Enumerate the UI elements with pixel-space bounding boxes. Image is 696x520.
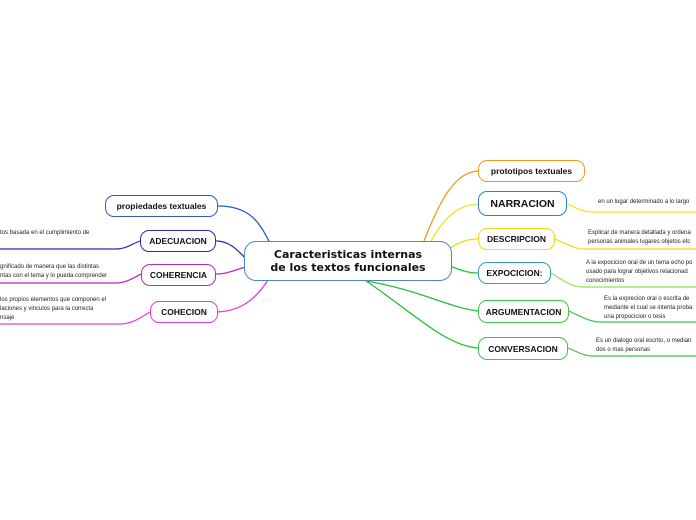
desc-line: Explicar de manera detallada y ordena [588, 230, 691, 236]
line-coherencia-desc [0, 273, 142, 284]
node-coherencia[interactable]: COHERENCIA [141, 264, 216, 286]
line-conversacion [365, 280, 479, 349]
line-argumentacion-desc [568, 310, 696, 323]
line-prototipos [423, 170, 479, 242]
node-cohecion[interactable]: COHECION [150, 301, 218, 323]
desc-line: ntas con el tema y lo pueda comprender [0, 273, 108, 279]
desc-line: laciones y vinculos para la correcta [0, 306, 94, 312]
node-label: COHERENCIA [149, 270, 208, 280]
desc-expocicion: A la expocicion oral de un tema echo po … [586, 259, 692, 286]
desc-descripcion: Explicar de manera detallada y ordena pe… [588, 229, 691, 247]
node-label: COHECION [161, 307, 207, 317]
node-label: EXPOCICION: [486, 268, 543, 278]
desc-coherencia: gnificado de manera que las distintas nt… [0, 263, 107, 281]
line-conversacion-desc [567, 347, 696, 357]
node-propiedades-textuales[interactable]: propiedades textuales [105, 195, 218, 217]
node-descripcion[interactable]: DESCRIPCION [478, 228, 555, 250]
desc-line: gnificado de manera que las distintas [0, 264, 100, 270]
node-adecuacion[interactable]: ADECUACION [140, 230, 216, 252]
central-topic[interactable]: Caracteristicas internas de los textos f… [244, 241, 452, 281]
desc-line: A la expocicion oral de un tema echo po [586, 260, 693, 266]
node-expocicion[interactable]: EXPOCICION: [478, 262, 551, 284]
line-adecuacion-desc [0, 240, 141, 250]
line-argumentacion [365, 280, 479, 312]
desc-line: usado para lograr objetivos relacionad [586, 269, 688, 275]
node-narracion[interactable]: NARRACION [478, 191, 567, 216]
desc-line: Es la exprecion oral o escrita de [604, 296, 690, 302]
desc-line: una propocicion o tesis [604, 314, 666, 320]
line-narracion [429, 203, 479, 244]
desc-line: en un lugar determinado a lo largo [598, 199, 690, 205]
central-topic-title: Caracteristicas internas de los textos f… [270, 248, 426, 274]
line-adecuacion [215, 240, 247, 260]
line-coherencia [215, 266, 247, 275]
node-label: ADECUACION [149, 236, 207, 246]
node-label: propiedades textuales [116, 201, 207, 211]
desc-cohecion: los propios elementos que componen el la… [0, 296, 106, 323]
node-label: prototipos textuales [490, 166, 573, 176]
node-label: CONVERSACION [488, 343, 558, 354]
line-cohecion-desc [0, 311, 151, 325]
node-conversacion[interactable]: CONVERSACION [478, 337, 568, 360]
node-label: ARGUMENTACION [485, 306, 562, 317]
desc-line: tos basada en el cumplimiento de [0, 230, 90, 236]
desc-line: dos o mas personas [596, 347, 651, 353]
desc-line: conocimientos [586, 278, 625, 284]
desc-line: Es un dialogo oral escrito, o median [596, 338, 692, 344]
desc-line: personas animales lugares objetos etc [588, 239, 691, 245]
node-prototipos-textuales[interactable]: prototipos textuales [478, 160, 585, 182]
node-label: NARRACION [490, 197, 555, 210]
desc-narracion: en un lugar determinado a lo largo [598, 198, 689, 207]
desc-line: nsaje [0, 315, 15, 321]
line-expocicion-desc [550, 272, 696, 288]
node-argumentacion[interactable]: ARGUMENTACION [478, 300, 569, 323]
line-cohecion [213, 279, 269, 313]
line-narracion-desc [566, 203, 696, 213]
node-label: DESCRIPCION [486, 234, 547, 244]
line-propiedades [217, 205, 273, 249]
line-descripcion-desc [554, 238, 696, 250]
desc-adecuacion: tos basada en el cumplimiento de [0, 229, 89, 238]
desc-line: mediante el cual se intenta proba [604, 305, 693, 311]
desc-argumentacion: Es la exprecion oral o escrita de median… [604, 295, 692, 322]
desc-conversacion: Es un dialogo oral escrito, o median dos… [596, 337, 691, 355]
line-expocicion [449, 265, 479, 274]
desc-line: los propios elementos que componen el [0, 297, 107, 303]
